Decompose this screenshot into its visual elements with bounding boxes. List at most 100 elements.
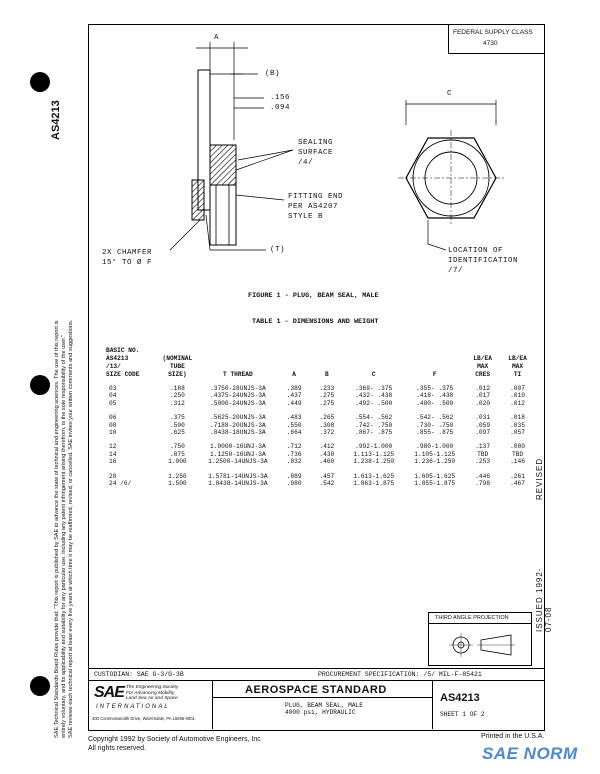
table-cell: 20 — [109, 472, 117, 480]
table-cell: 06 — [109, 414, 117, 422]
table-cell: .4375-24UNJS-3A — [210, 392, 266, 400]
figure-caption: FIGURE 1 - PLUG, BEAM SEAL, MALE — [248, 292, 379, 300]
table-cell: 1.113-1.125 — [353, 450, 395, 458]
standard-title: AEROSPACE STANDARD — [245, 684, 387, 696]
table-cell: .457 — [319, 472, 335, 480]
table-cell: .412 — [319, 443, 335, 451]
table-cell: 1.605-1.625 — [414, 472, 456, 480]
sae-address: 400 Commonwealth Drive, Warrendale, PA 1… — [92, 716, 195, 721]
dim-t-label: (T) — [270, 246, 286, 254]
projection-symbol — [449, 633, 515, 657]
projection-divider — [429, 623, 531, 624]
federal-supply-value: 4730 — [483, 40, 498, 47]
table-cell: .059 — [475, 421, 491, 429]
title-block — [88, 668, 545, 731]
table-cell: .261 — [510, 472, 525, 480]
table-cell: 1.1250-16UNJ-3A — [210, 450, 266, 458]
table-cell: 1.000 — [168, 458, 187, 466]
sae-logo: SAE — [94, 684, 125, 701]
table-cell: .480- .500 — [416, 399, 454, 407]
table-cell: .992-1.000 — [355, 443, 393, 451]
table-cell: .712 — [286, 443, 302, 451]
table-cell: .5000-24UNJS-3A — [210, 399, 266, 407]
table-cell: .375 — [169, 414, 185, 422]
col-header-c: C — [371, 371, 376, 378]
table-cell: .020 — [475, 399, 491, 407]
table-row: 06.375.5625-20UNJS-3A.483.265.554- .562.… — [105, 414, 535, 421]
table-cell: .736 — [286, 450, 302, 458]
table-cell: .432- .438 — [355, 392, 393, 400]
table-cell: .980 — [286, 480, 302, 488]
table-cell: .855- .875 — [416, 429, 454, 437]
title-block-vline-2 — [432, 680, 433, 729]
table-cell: TBD — [477, 450, 489, 458]
table-cell: .369- .375 — [355, 385, 393, 392]
table-cell: .031 — [475, 414, 491, 422]
table-cell: .010 — [510, 392, 525, 400]
table-row: 03.188.3750-28UNJS-3A.389.233.369- .375.… — [105, 385, 535, 392]
table-cell: .542- .562 — [416, 414, 454, 422]
table-cell: .8438-18UNJS-3A — [210, 429, 266, 437]
table-cell: .832 — [286, 458, 302, 466]
revised-label: REVISED — [535, 457, 544, 500]
table-cell: .3750-28UNJS-3A — [210, 385, 266, 392]
table-cell: .483 — [286, 414, 302, 422]
title-block-divider — [88, 680, 544, 681]
table-cell: 1.863-1.875 — [353, 480, 395, 488]
table-cell: .554- .562 — [355, 414, 393, 422]
table-cell: .253 — [475, 458, 491, 466]
table-cell: .5625-20UNJS-3A — [210, 414, 266, 422]
table-cell: .012 — [510, 399, 525, 407]
col-header-t-thread: T THREAD — [223, 371, 253, 378]
table-cell: .750 — [169, 443, 185, 451]
table-cell: 03 — [109, 385, 117, 392]
punch-hole — [30, 72, 50, 92]
table-cell: .035 — [510, 421, 525, 429]
table-row-spacer — [105, 466, 535, 473]
table-title: TABLE 1 - DIMENSIONS AND WEIGHT — [252, 318, 379, 326]
procurement-text: PROCUREMENT SPECIFICATION: /5/ MIL-F-854… — [318, 671, 482, 678]
table-cell: .233 — [319, 385, 335, 392]
table-cell: .097 — [475, 429, 491, 437]
table-cell: 04 — [109, 392, 117, 400]
table-cell: 1.2500-14UNJS-3A — [208, 458, 268, 466]
table-cell: 12 — [109, 443, 117, 451]
table-cell: 1.855-1.875 — [414, 480, 456, 488]
table-cell: .867- .875 — [355, 429, 393, 437]
table-cell: 10 — [109, 429, 117, 437]
issued-label: ISSUED 1992-07-08 — [535, 567, 553, 632]
table-cell: .430 — [319, 450, 335, 458]
table-cell: .137 — [475, 443, 491, 451]
table-cell: 1.105-1.125 — [414, 450, 456, 458]
table-cell: .542 — [319, 480, 335, 488]
table-cell: .625 — [169, 429, 185, 437]
copyright-notice: Copyright 1992 by Society of Automotive … — [88, 736, 261, 752]
sae-international: INTERNATIONAL — [96, 704, 170, 710]
table-cell: .355- .375 — [416, 385, 454, 392]
table-cell: .742- .750 — [355, 421, 393, 429]
dim-a-label: A — [214, 34, 220, 42]
custodian-text: CUSTODIAN: SAE G-3/G-3B — [94, 671, 184, 678]
table-cell: .250 — [169, 392, 185, 400]
table-cell: TBD — [511, 450, 524, 458]
sheet-number: SHEET 1 OF 2 — [440, 711, 485, 718]
table-cell: .446 — [475, 472, 491, 480]
table-cell: 24 /6/ — [109, 480, 132, 488]
title-block-vline-1 — [212, 680, 213, 729]
table-cell: .980-1.000 — [416, 443, 454, 451]
table-cell: 05 — [109, 399, 117, 407]
col-header-size-code: BASIC NO.AS4213/13/SIZE CODE — [106, 347, 140, 378]
table-cell: .460 — [319, 458, 335, 466]
